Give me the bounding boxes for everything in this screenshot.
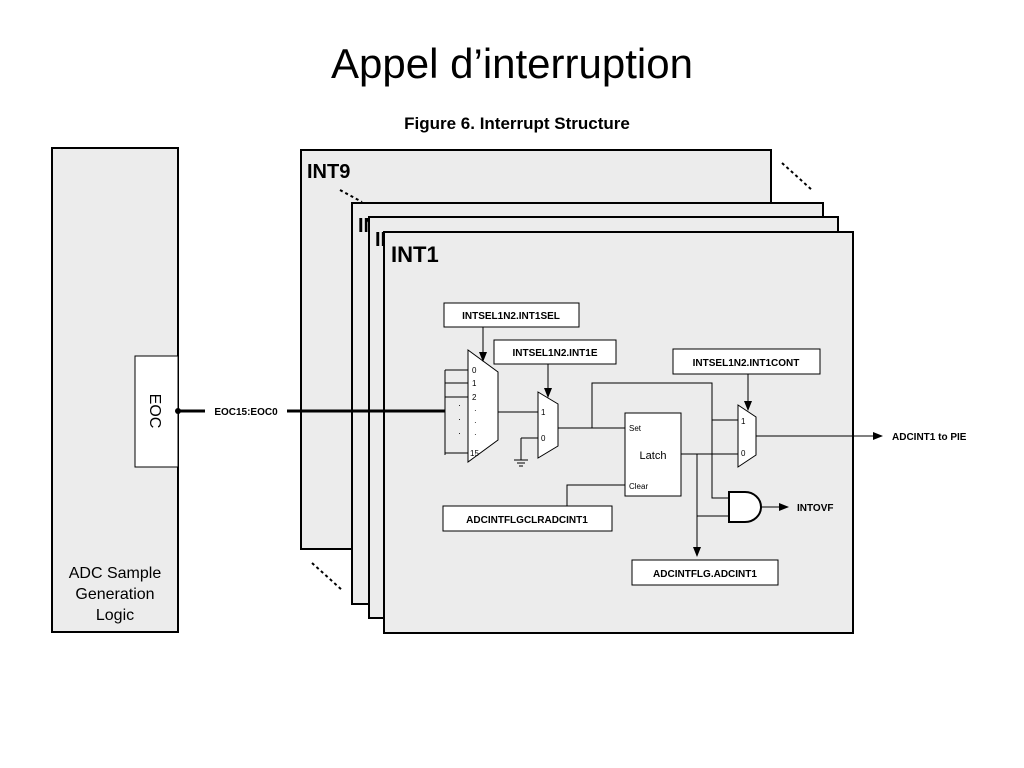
and-gate-icon <box>728 491 762 523</box>
bus-label-bg <box>205 403 287 418</box>
mux-dot-1: · <box>474 406 477 415</box>
mux-dot-3: · <box>474 430 477 439</box>
stack-dots-bottom-left <box>311 562 343 591</box>
panel-int1-label: INT1 <box>391 242 439 267</box>
cont-mux-label-0: 0 <box>741 449 746 458</box>
panel-int9-label: INT9 <box>307 161 350 183</box>
mux-label-15: 15 <box>470 449 479 458</box>
flag-label: ADCINTFLG.ADCINT1 <box>653 569 757 580</box>
latch-clear-label: Clear <box>629 482 648 491</box>
adc-logic-line-2: Generation <box>75 586 154 603</box>
bus-dot-2: · <box>458 414 461 424</box>
channel-select-mux <box>467 349 499 463</box>
int1e-register <box>493 339 617 365</box>
adc-logic-line-3: Logic <box>96 607 134 624</box>
int1cont-label: INTSEL1N2.INT1CONT <box>693 358 800 369</box>
overflow-label: INTOVF <box>797 503 833 514</box>
cont-mux-label-1: 1 <box>741 417 746 426</box>
flag-clear-register <box>442 505 613 532</box>
mux-label-2: 2 <box>472 393 477 402</box>
figure-caption: Figure 6. Interrupt Structure <box>404 114 630 133</box>
int1sel-label: INTSEL1N2.INT1SEL <box>462 311 560 322</box>
bypass-to-cont-mux <box>591 382 738 428</box>
clear-line <box>566 484 625 506</box>
mux-dot-2: · <box>474 418 477 427</box>
eoc-label: EOC <box>146 394 163 429</box>
continuous-mux <box>737 404 757 468</box>
pie-output-label: ADCINT1 to PIE <box>892 432 967 443</box>
int1sel-register <box>443 302 580 328</box>
and-input-a-line <box>711 420 729 499</box>
slide-title: Appel d’interruption <box>331 40 693 87</box>
eoc-box <box>134 355 179 468</box>
latch-set-label: Set <box>629 424 642 433</box>
latch-label: Latch <box>640 450 667 462</box>
adc-logic-line-1: ADC Sample <box>69 565 162 582</box>
panel-int1 <box>383 231 854 634</box>
bus-dot-3: · <box>458 428 461 438</box>
flag-clear-label: ADCINTFLGCLRADCINT1 <box>466 515 588 526</box>
enable-mux <box>537 391 559 459</box>
enable-mux-label-1: 1 <box>541 408 546 417</box>
latch-block <box>624 412 682 497</box>
bus-dot-1: · <box>458 400 461 410</box>
int1cont-register <box>672 348 821 375</box>
int1e-label: INTSEL1N2.INT1E <box>512 348 597 359</box>
mux-label-1: 1 <box>472 379 477 388</box>
mux-label-0: 0 <box>472 366 477 375</box>
enable-mux-label-0: 0 <box>541 434 546 443</box>
stack-dots-top-right <box>781 162 813 191</box>
stack-dots-top-left <box>339 189 363 203</box>
bus-label: EOC15:EOC0 <box>214 407 278 418</box>
flag-register <box>631 559 779 586</box>
bus-junction-dot <box>175 408 181 414</box>
